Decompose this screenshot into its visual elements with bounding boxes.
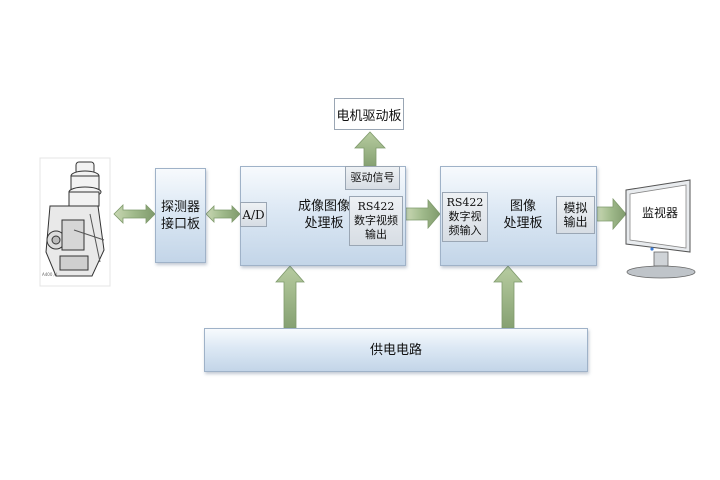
monitor-icon [625,179,696,279]
monitor-label: 监视器 [641,206,678,220]
detector-interface-board: 探测器 接口板 [155,168,206,263]
rs422-input-port: RS422 数字视 频输入 [442,192,488,242]
double-arrow-interface-ad [205,205,241,223]
camera-icon [39,157,111,287]
detector-interface-label: 探测器 接口板 [160,199,200,232]
analog-output-label: 模拟 输出 [563,201,588,229]
imaging-board-label: 成像图像 处理板 [297,199,350,231]
motor-driver-label: 电机驱动板 [336,108,402,124]
ad-label: A/D [242,207,265,222]
arrow-imaging-to-image-board [405,198,441,230]
camera-caption: A400 / L [42,272,59,277]
analog-output-port: 模拟 输出 [556,196,595,234]
arrow-power-to-image-board [493,265,523,329]
motor-driver-board: 电机驱动板 [334,98,404,130]
double-arrow-camera-interface [113,204,156,224]
arrow-drive-to-motor [354,131,386,167]
drive-signal-port: 驱动信号 [345,166,400,190]
rs422-output-port: RS422 数字视频 输出 [349,196,403,246]
image-board-label: 图像 处理板 [503,199,543,231]
power-supply-label: 供电电路 [369,342,422,358]
rs422-input-label: RS422 数字视 频输入 [446,196,484,237]
rs422-output-label: RS422 数字视频 输出 [354,200,398,241]
power-supply-circuit: 供电电路 [204,328,588,372]
drive-signal-label: 驱动信号 [350,171,395,184]
arrow-image-board-to-monitor [596,197,627,231]
arrow-power-to-imaging [275,265,305,329]
ad-converter: A/D [240,202,267,227]
